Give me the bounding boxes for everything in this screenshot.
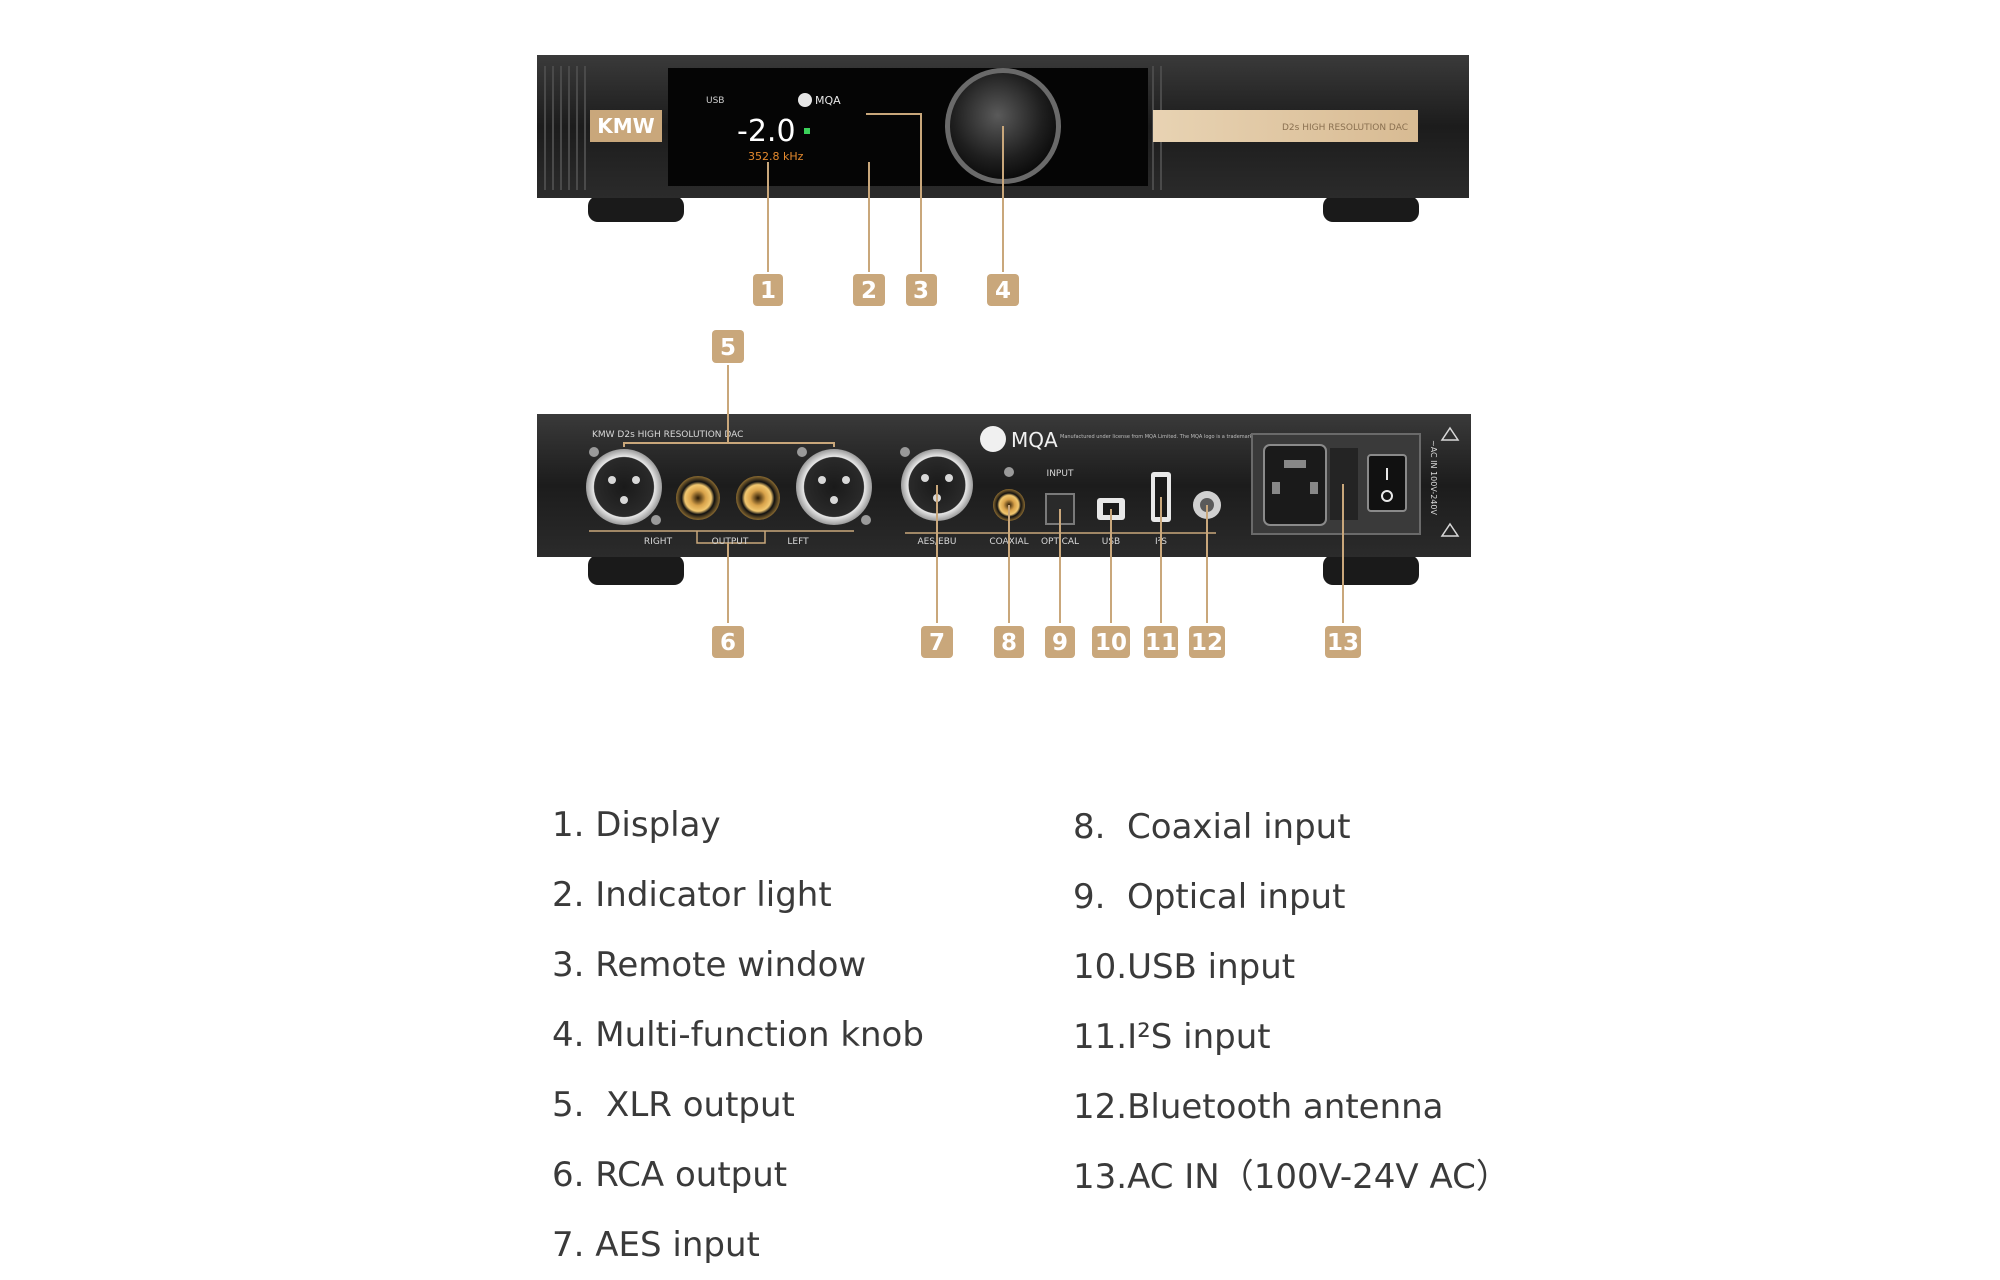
legend-item: 5. XLR output	[552, 1085, 795, 1125]
callout-badge: 10	[1092, 626, 1130, 658]
callout-number: 7	[929, 630, 945, 656]
callout-number: 10	[1095, 630, 1127, 656]
front-foot-right	[1323, 196, 1419, 222]
legend-item: 12.Bluetooth antenna	[1073, 1087, 1444, 1127]
mqa-logo: MQA	[1011, 428, 1058, 452]
callout-badge: 11	[1144, 626, 1178, 658]
callout-number: 6	[720, 630, 736, 656]
model-plate	[1153, 110, 1418, 142]
ac-label: ~AC IN 100V-240V	[1429, 440, 1438, 515]
xlr-output-right	[586, 449, 662, 525]
callout-badge: 7	[921, 626, 953, 658]
screw	[900, 447, 910, 457]
power-switch	[1367, 454, 1407, 512]
callout-badge: 3	[906, 274, 937, 306]
front-leader-lines	[767, 113, 1004, 272]
screw	[861, 515, 871, 525]
left-label: LEFT	[787, 537, 809, 547]
callout-badge: 12	[1189, 626, 1225, 658]
display-window	[668, 68, 1148, 186]
rear-panel: KMW D2s HIGH RESOLUTION DAC RIGHT OUTPUT…	[537, 414, 1471, 585]
display-source: USB	[706, 96, 724, 106]
legend-item: 8. Coaxial input	[1073, 807, 1351, 847]
callout-badge: 6	[712, 626, 744, 658]
callout-number: 9	[1052, 630, 1068, 656]
callout-number: 5	[720, 335, 736, 361]
display-rate: 352.8 kHz	[748, 150, 804, 163]
rca-output-right	[676, 476, 720, 520]
callout-badge: 13	[1325, 626, 1361, 658]
callout-badge: 8	[994, 626, 1024, 658]
legend-item: 2. Indicator light	[552, 875, 832, 915]
rca-output-left	[736, 476, 780, 520]
ac-inlet	[1263, 444, 1327, 526]
front-logo: KMW	[597, 114, 654, 138]
rear-leader-lines	[623, 365, 1344, 623]
legend-item: 3. Remote window	[552, 945, 867, 985]
callout-number: 3	[913, 278, 929, 304]
callout-number: 1	[760, 278, 776, 304]
legend-item: 1. Display	[552, 805, 721, 845]
xlr-output-left	[796, 449, 872, 525]
screw	[589, 447, 599, 457]
legend-item: 7. AES input	[552, 1225, 760, 1265]
callout-badge: 2	[853, 274, 885, 306]
mqa-notice: Manufactured under license from MQA Limi…	[1060, 434, 1293, 440]
front-callouts: 1 2 3 4	[753, 274, 1019, 306]
display-level-indicator	[804, 128, 810, 134]
front-logo-plate	[590, 110, 662, 142]
warning-icon	[1440, 426, 1460, 537]
screw	[651, 515, 661, 525]
callout-number: 8	[1001, 630, 1017, 656]
callout-number: 12	[1191, 630, 1223, 656]
front-foot-left	[588, 196, 684, 222]
rear-callouts: 5 6 7 8 9 10 11 12	[712, 330, 1361, 658]
output-label: OUTPUT	[712, 537, 749, 547]
display-mqa: MQA	[815, 94, 841, 107]
model-plate-text: D2s HIGH RESOLUTION DAC	[1282, 123, 1408, 133]
screw	[797, 447, 807, 457]
display-mqa-icon	[798, 93, 812, 107]
display-volume: -2.0	[737, 114, 796, 149]
legend-item: 4. Multi-function knob	[552, 1015, 924, 1055]
callout-number: 4	[995, 278, 1011, 304]
callout-number: 2	[861, 278, 877, 304]
input-label: INPUT	[1047, 469, 1074, 479]
rear-foot-right	[1323, 555, 1419, 585]
legend-item: 13.AC IN（100V-24V AC）	[1073, 1157, 1510, 1197]
rear-foot-left	[588, 555, 684, 585]
screw	[1004, 467, 1014, 477]
right-label: RIGHT	[644, 537, 673, 547]
callout-badge: 1	[753, 274, 783, 306]
callout-number: 11	[1145, 630, 1177, 656]
callout-badge: 5	[712, 330, 744, 363]
legend-item: 9. Optical input	[1073, 877, 1346, 917]
mqa-logo-icon	[980, 426, 1006, 452]
legend-item: 6. RCA output	[552, 1155, 788, 1195]
legend-item: 10.USB input	[1073, 947, 1296, 987]
legend-item: 11.I²S input	[1073, 1017, 1271, 1057]
callout-badge: 9	[1045, 626, 1075, 658]
callout-number: 13	[1327, 630, 1359, 656]
rear-model-text: KMW D2s HIGH RESOLUTION DAC	[592, 430, 743, 440]
front-fins-left	[544, 66, 586, 190]
callout-badge: 4	[987, 274, 1019, 306]
